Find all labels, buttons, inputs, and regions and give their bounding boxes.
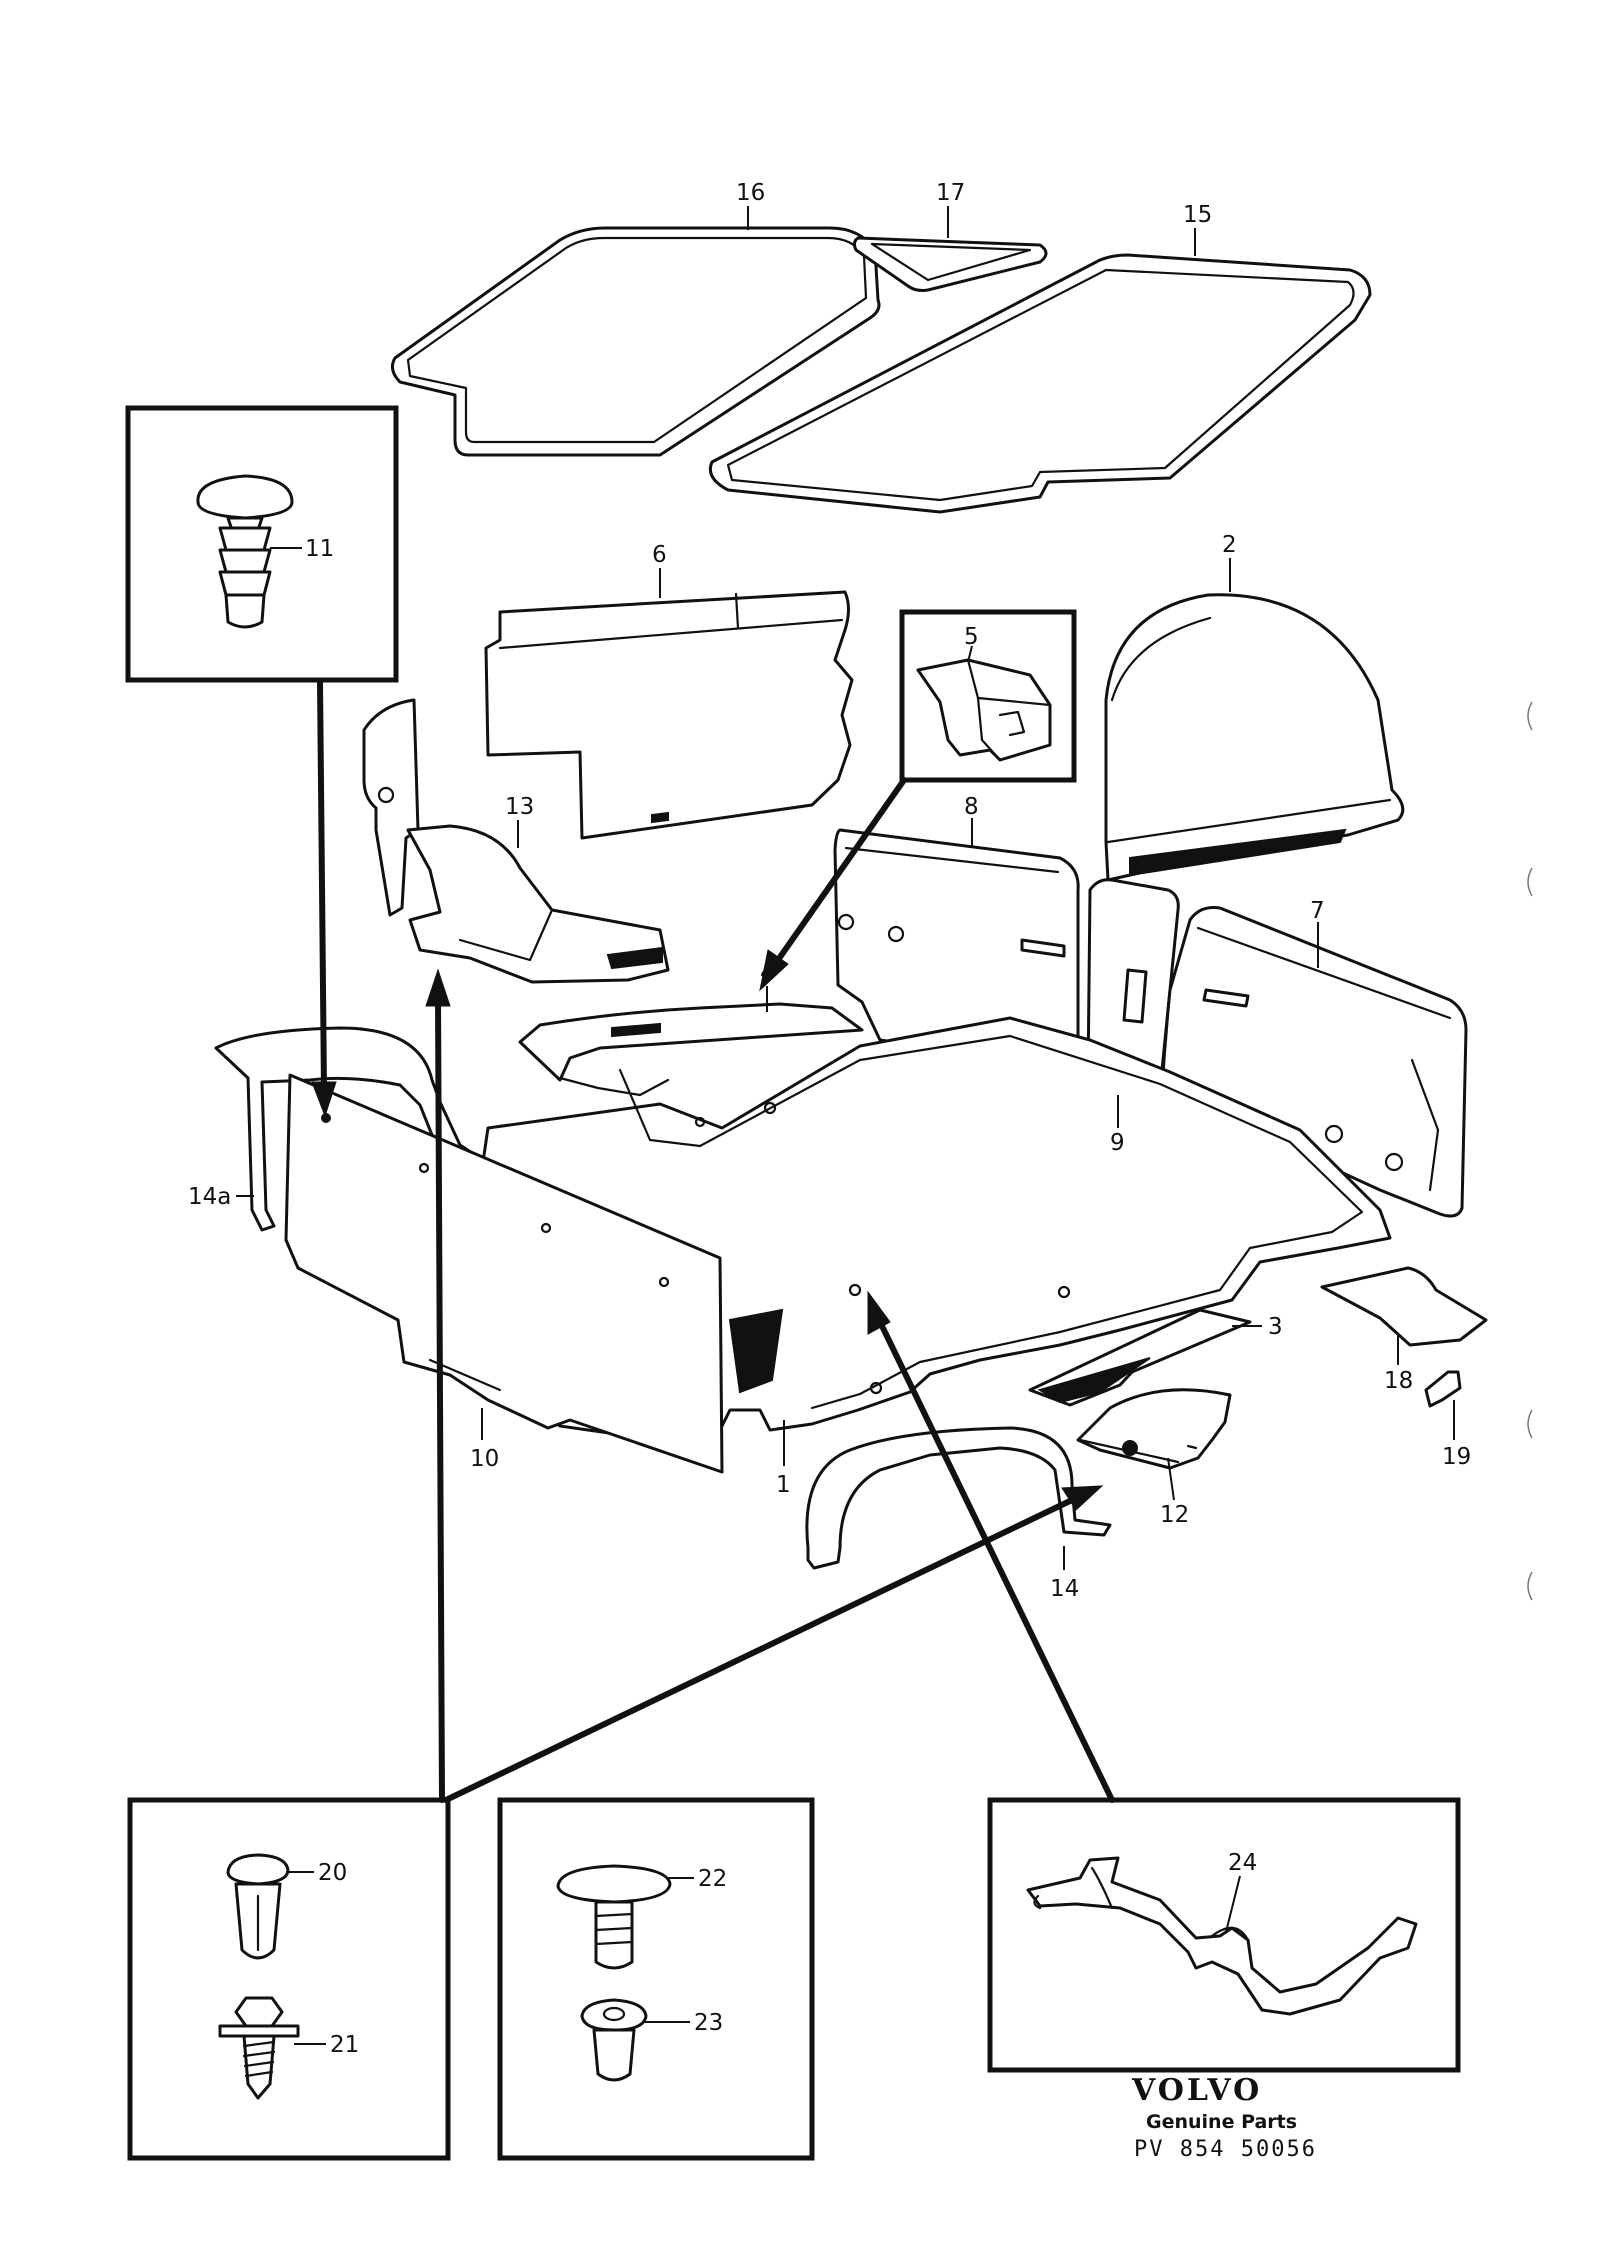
callout-17: 17 — [936, 180, 965, 206]
callout-13: 13 — [505, 794, 534, 820]
part-15-floor-mat-right — [708, 253, 1372, 514]
callout-3: 3 — [1268, 1314, 1283, 1340]
part-14-wheel-arch-bracket — [805, 1426, 1112, 1570]
edge-binding-marks — [1527, 701, 1533, 1601]
callout-10: 10 — [470, 1446, 499, 1472]
callout-4: 4 — [760, 960, 775, 986]
detail-box-22-23-fasteners — [497, 1797, 815, 2161]
part-6-rear-panel — [484, 590, 854, 840]
callout-15: 15 — [1183, 202, 1212, 228]
callout-23: 23 — [694, 2010, 723, 2036]
callout-19: 19 — [1442, 1444, 1471, 1470]
callout-20: 20 — [318, 1860, 347, 1886]
callout-14a: 14a — [188, 1184, 231, 1210]
callout-5: 5 — [964, 624, 979, 650]
callout-numbers: 16 17 15 11 6 2 5 13 8 7 4 9 14a 3 18 10… — [188, 180, 1471, 2058]
callout-18: 18 — [1384, 1368, 1413, 1394]
part-2-wheel-arch-cover — [1104, 593, 1405, 882]
callout-16: 16 — [736, 180, 765, 206]
part-3-floor-strip — [1028, 1308, 1252, 1407]
callout-9: 9 — [1110, 1130, 1125, 1156]
leader-lines — [236, 206, 1455, 2045]
detail-box-20-21-fasteners — [127, 1797, 451, 2161]
callout-8: 8 — [964, 794, 979, 820]
pointer-arrows — [311, 679, 1115, 1803]
genuine-parts-label: Genuine Parts — [1146, 2111, 1297, 2133]
callout-24: 24 — [1228, 1850, 1257, 1876]
callout-14: 14 — [1050, 1576, 1079, 1602]
part-4-front-floor-piece — [518, 1002, 864, 1097]
callout-22: 22 — [698, 1866, 727, 1892]
brand-block: VOLVO Genuine Parts PV 854 50056 — [1131, 2073, 1317, 2162]
part-19-small-clip — [1424, 1370, 1462, 1408]
part-13-side-bracket — [362, 698, 670, 984]
volvo-logo: VOLVO — [1131, 2073, 1262, 2108]
detail-box-5-clip — [899, 609, 1077, 783]
detail-box-24-clip-strap — [987, 1797, 1461, 2073]
part-10-kick-panel — [284, 1073, 724, 1474]
part-16-floor-mat-left — [390, 226, 881, 457]
callout-7: 7 — [1310, 898, 1325, 924]
callout-1: 1 — [776, 1472, 791, 1498]
part-17-small-mat — [852, 236, 1048, 292]
callout-21: 21 — [330, 2032, 359, 2058]
callout-6: 6 — [652, 542, 667, 568]
part-12-footrest — [1076, 1388, 1232, 1470]
part-7-side-trim-right — [1160, 906, 1468, 1218]
callout-12: 12 — [1160, 1502, 1189, 1528]
callout-2: 2 — [1222, 532, 1237, 558]
part-18-small-pad — [1320, 1266, 1488, 1347]
detail-box-11-push-fastener — [125, 405, 399, 683]
part-14a-wheel-arch-bracket-left — [214, 1026, 482, 1232]
publication-code: PV 854 50056 — [1134, 2137, 1317, 2162]
callout-11: 11 — [305, 536, 334, 562]
